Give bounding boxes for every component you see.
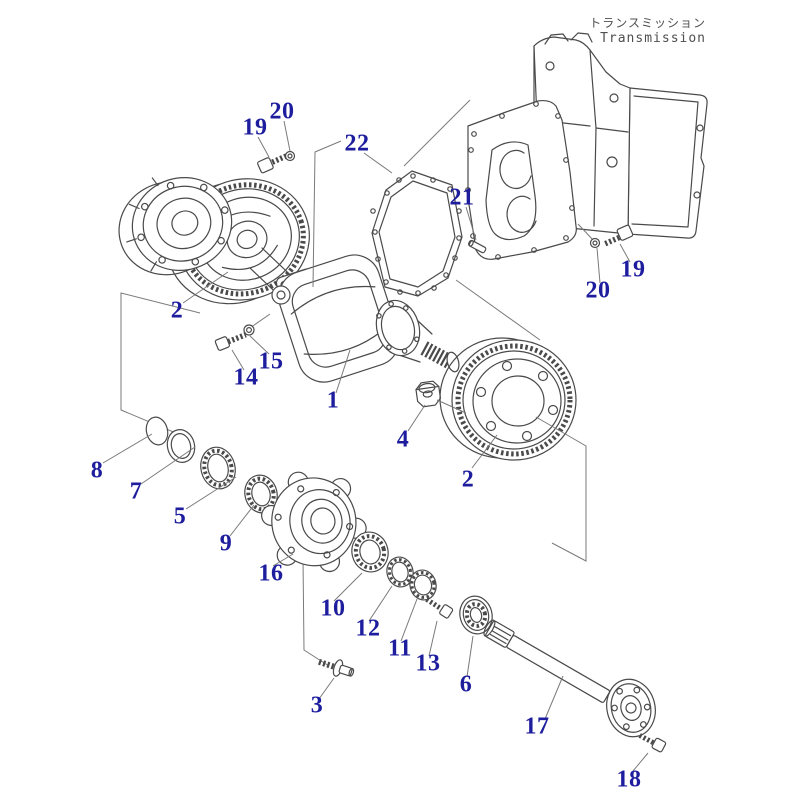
callout-10: 10	[320, 595, 346, 622]
callout-13: 13	[415, 650, 441, 677]
callout-1: 1	[326, 387, 340, 414]
seal-ring	[459, 595, 493, 635]
bolt-right	[604, 224, 634, 247]
cover-gasket	[370, 170, 463, 297]
lock-washer	[386, 556, 414, 588]
callout-8: 8	[90, 457, 104, 484]
wheel-stud	[318, 658, 355, 677]
callout-15: 15	[258, 348, 284, 375]
callout-9: 9	[219, 530, 233, 557]
plug-cap	[145, 416, 169, 446]
callout-22: 22	[344, 130, 370, 157]
callout-21: 21	[449, 184, 475, 211]
callout-2-left: 2	[170, 297, 184, 324]
mount-bolt	[214, 332, 247, 351]
mount-washer	[243, 324, 255, 336]
bracket-right	[535, 416, 587, 562]
bolt-top	[257, 151, 292, 174]
washer-top	[284, 150, 296, 162]
spindle-nut	[415, 380, 442, 408]
diagram-title: トランスミッション Transmission	[546, 16, 706, 47]
oil-seal	[166, 429, 196, 463]
callout-19-top: 19	[242, 114, 268, 141]
callout-20-top: 20	[269, 98, 295, 125]
hub-bearing	[351, 531, 389, 573]
spindle-flange	[375, 299, 421, 357]
leader-lines	[102, 120, 649, 772]
title-japanese: トランスミッション	[589, 16, 706, 30]
callout-4: 4	[396, 426, 410, 453]
callout-17: 17	[524, 713, 550, 740]
callout-16: 16	[258, 560, 284, 587]
adjusting-bolt	[425, 597, 454, 619]
bearing-outer	[200, 446, 236, 490]
callout-7: 7	[129, 478, 143, 505]
axle-housing	[271, 254, 460, 383]
shaft-flange	[606, 678, 656, 738]
dowel-pin	[468, 239, 487, 254]
final-drive-hub	[118, 177, 233, 276]
title-english: Transmission	[600, 31, 706, 46]
axle-shaft	[483, 619, 611, 703]
callout-5: 5	[173, 503, 187, 530]
callout-18: 18	[616, 766, 642, 793]
bracket-left	[120, 292, 201, 437]
callout-11: 11	[388, 635, 412, 662]
callout-6: 6	[459, 671, 473, 698]
transmission-housing	[465, 32, 708, 260]
callout-19-right: 19	[620, 256, 646, 283]
callout-3: 3	[310, 692, 324, 719]
flange-bolt	[638, 733, 667, 753]
callout-20-right: 20	[585, 277, 611, 304]
callout-14: 14	[233, 364, 259, 391]
callout-12: 12	[355, 615, 381, 642]
washer-right	[589, 237, 601, 249]
callout-2-right: 2	[461, 466, 475, 493]
brake-drum-right	[439, 337, 577, 461]
